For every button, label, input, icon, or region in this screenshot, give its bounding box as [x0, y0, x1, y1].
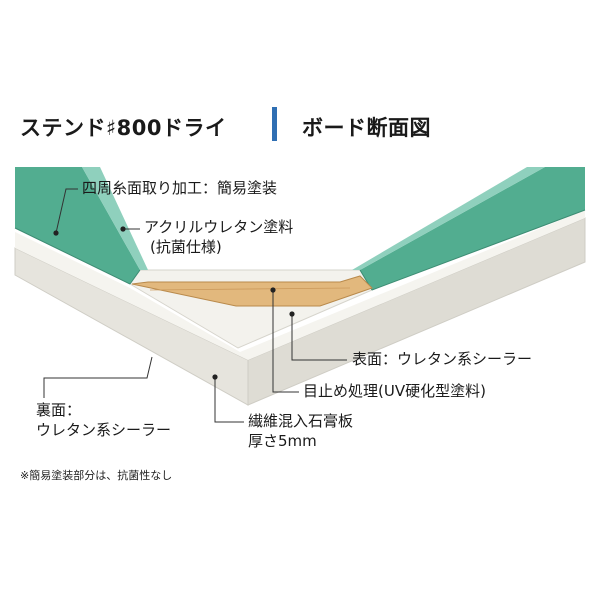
label-board-line2: 厚さ5mm — [248, 432, 317, 450]
section-title: ボード断面図 — [302, 116, 431, 140]
right-panel-coating — [360, 167, 585, 290]
leader-back — [43, 356, 153, 398]
label-board-line1: 繊維混入石膏板 — [248, 412, 354, 430]
joint-filler-putty — [131, 275, 373, 307]
label-edge-coating: 四周糸面取り加工：簡易塗装 — [82, 179, 278, 197]
right-bevel — [352, 167, 545, 270]
left-panel-coating — [15, 167, 140, 284]
footnote: ※簡易塗装部分は、抗菌性なし — [20, 469, 173, 482]
product-title: ステンド♯800ドライ — [20, 116, 227, 140]
dot-surface-sealer — [289, 311, 295, 317]
left-bevel — [82, 167, 148, 270]
title-divider — [272, 107, 277, 141]
leader-joint-filler — [272, 290, 299, 393]
leader-surface-sealer — [291, 314, 347, 361]
label-back-line1: 裏面： — [36, 401, 82, 419]
label-joint-filler: 目止め処理(UV硬化型塗料) — [303, 382, 486, 400]
dot-joint-filler — [270, 287, 276, 293]
leader-board — [214, 377, 244, 423]
board-top-surface — [15, 210, 585, 360]
label-top-coating-line1: アクリルウレタン塗料 — [144, 218, 294, 236]
label-top-coating-line2: (抗菌仕様) — [150, 238, 222, 256]
board-front-face — [247, 217, 586, 406]
dot-edge-coating — [53, 230, 59, 236]
leader-edge-coating — [55, 188, 78, 234]
dot-top-coating — [120, 226, 126, 232]
label-back-line2: ウレタン系シーラー — [36, 421, 172, 439]
dot-board — [212, 374, 218, 380]
label-surface-sealer: 表面：ウレタン系シーラー — [352, 350, 533, 368]
